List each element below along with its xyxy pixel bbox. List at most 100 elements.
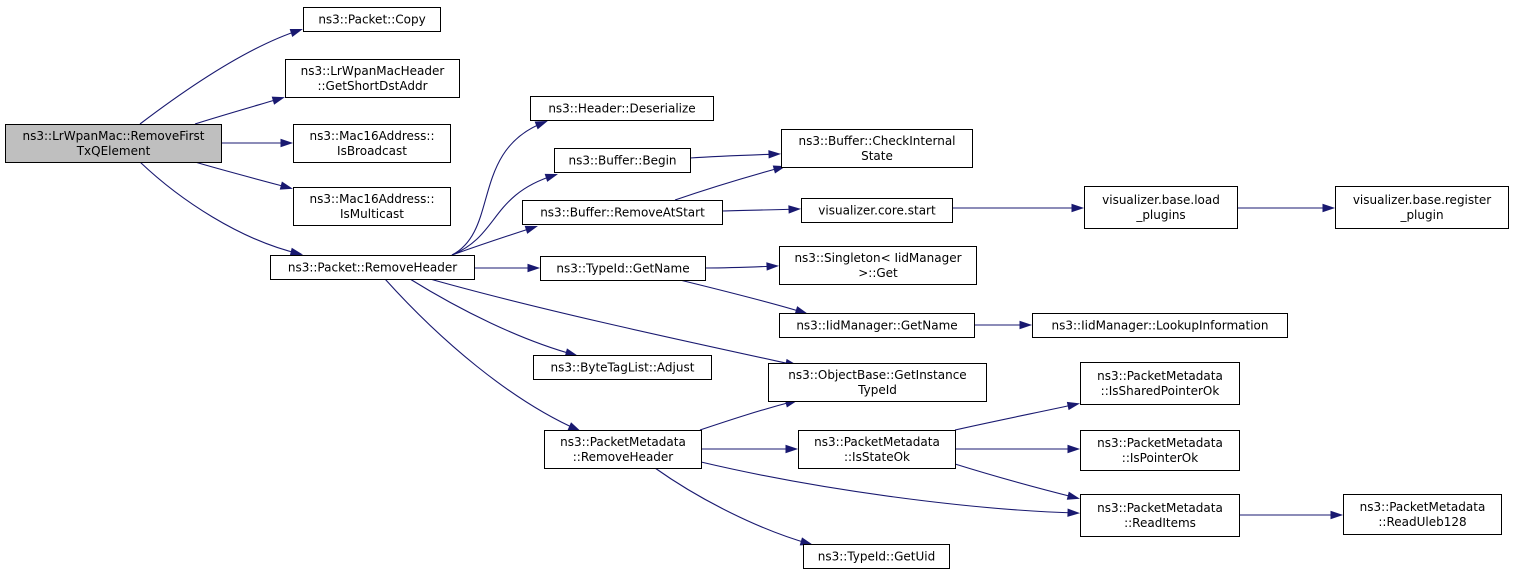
edge-arrowhead [788,205,802,214]
node-box [544,430,702,469]
node-label: ::RemoveHeader [573,450,674,464]
node-typeid_getname[interactable]: ns3::TypeId::GetName [540,256,706,281]
node-iid_lookup_info[interactable]: ns3::IidManager::LookupInformation [1032,313,1288,338]
nodes-layer: ns3::LrWpanMac::RemoveFirstTxQElementns3… [5,7,1509,569]
node-label: ns3::LrWpanMac::RemoveFirst [23,129,205,143]
node-box [293,124,451,163]
node-label: visualizer.base.register [1353,193,1491,207]
edge-vis_load_plugins-to-vis_register_plugin [1236,203,1336,213]
node-box [285,59,460,98]
edge-arrowhead [1067,444,1081,454]
edge-arrowhead [766,262,780,271]
node-visualizer_core_start[interactable]: visualizer.core.start [801,198,953,223]
node-packet_copy[interactable]: ns3::Packet::Copy [303,7,441,32]
node-vis_register_plugin[interactable]: visualizer.base.register_plugin [1335,186,1509,229]
node-label: TypeId [857,383,897,397]
node-pm_is_pointer_ok[interactable]: ns3::PacketMetadata::IsPointerOk [1080,430,1240,471]
edge-arrowhead [567,422,581,432]
edge-line [721,208,799,212]
node-singleton_get[interactable]: ns3::Singleton< IidManager>::Get [779,246,977,285]
edge-line [451,226,536,256]
node-label: ::IsStateOk [844,450,910,464]
edge-line [451,174,556,256]
edge-line [409,278,576,356]
node-box [522,200,723,225]
node-pm_remove_header[interactable]: ns3::PacketMetadata::RemoveHeader [544,430,702,469]
edge-remove_first-to-packet_copy [139,28,303,125]
node-label: State [861,149,893,163]
node-pm_is_shared_ptr_ok[interactable]: ns3::PacketMetadata::IsSharedPointerOk [1080,362,1240,405]
node-label: ns3::PacketMetadata [814,435,940,449]
node-buffer_begin[interactable]: ns3::Buffer::Begin [554,148,691,173]
node-pm_is_state_ok[interactable]: ns3::PacketMetadata::IsStateOk [798,430,956,469]
node-typeid_getuid[interactable]: ns3::TypeId::GetUid [803,544,950,569]
edge-visualizer_core_start-to-vis_load_plugins [951,203,1085,213]
edge-buffer_remove_at_start-to-buffer_check_internal [674,165,786,201]
node-pm_read_items[interactable]: ns3::PacketMetadata::ReadItems [1080,494,1240,537]
node-label: ns3::IidManager::LookupInformation [1052,319,1269,333]
node-box [5,124,222,163]
edge-line [699,400,796,431]
node-label: ns3::ByteTagList::Adjust [551,361,695,375]
edge-iidmanager_getname-to-iid_lookup_info [973,320,1033,330]
node-label: ns3::LrWpanMacHeader [301,64,445,78]
node-label: ns3::Packet::Copy [318,13,425,27]
node-vis_load_plugins[interactable]: visualizer.base.load_plugins [1084,186,1238,229]
node-buffer_remove_at_start[interactable]: ns3::Buffer::RemoveAtStart [522,200,723,225]
edge-line [954,403,1078,431]
edge-arrowhead [794,306,808,315]
edge-remove_first-to-is_multicast [194,161,293,190]
edge-arrowhead [1071,203,1085,213]
node-box [533,355,712,380]
edge-arrowhead [1066,491,1080,500]
edge-packet_remove_header-to-buffer_remove_at_start [451,225,538,256]
node-iidmanager_getname[interactable]: ns3::IidManager::GetName [779,313,975,338]
edge-arrowhead [527,263,541,273]
node-box [801,198,953,223]
edge-remove_first-to-get_short_dst [194,96,285,125]
node-label: ::IsPointerOk [1122,451,1198,465]
node-pm_read_uleb128[interactable]: ns3::PacketMetadata::ReadUleb128 [1343,494,1502,535]
node-label: ns3::Buffer::RemoveAtStart [540,206,705,220]
edge-pm_is_state_ok-to-pm_is_shared_ptr_ok [954,401,1081,431]
edge-arrowhead [544,173,558,182]
node-label: ns3::PacketMetadata [1097,369,1223,383]
edge-line [194,97,283,125]
edge-arrowhead [1330,510,1344,520]
node-packet_remove_header[interactable]: ns3::Packet::RemoveHeader [270,255,475,280]
edge-arrowhead [271,96,285,105]
edge-arrowhead [785,444,799,454]
node-is_broadcast[interactable]: ns3::Mac16Address::IsBroadcast [293,124,451,163]
node-label: _plugins [1135,208,1185,222]
node-header_deserialize[interactable]: ns3::Header::Deserialize [530,96,714,121]
node-box [1080,494,1240,537]
edge-line [654,467,811,545]
node-box [540,256,706,281]
node-label: ns3::Mac16Address:: [309,129,434,143]
node-bytetaglist_adjust[interactable]: ns3::ByteTagList::Adjust [533,355,712,380]
node-is_multicast[interactable]: ns3::Mac16Address::IsMulticast [293,187,451,226]
node-label: TxQElement [76,144,151,158]
edge-packet_remove_header-to-buffer_begin [451,173,558,256]
node-box [270,255,475,280]
node-label: ns3::Header::Deserialize [548,102,695,116]
edge-buffer_remove_at_start-to-visualizer_core_start [721,205,802,214]
node-box [554,148,691,173]
node-box [293,187,451,226]
edge-line [384,278,579,431]
node-box [803,544,950,569]
edge-buffer_begin-to-buffer_check_internal [689,150,782,159]
node-label: >::Get [858,266,898,280]
node-label: ns3::ObjectBase::GetInstance [788,368,966,382]
node-get_short_dst[interactable]: ns3::LrWpanMacHeader::GetShortDstAddr [285,59,460,98]
edge-arrowhead [279,181,293,190]
node-box [768,363,987,402]
node-label: ::ReadItems [1124,516,1196,530]
edge-packet_remove_header-to-typeid_getname [474,263,541,273]
node-label: IsMulticast [340,207,404,221]
node-box [1343,494,1502,535]
